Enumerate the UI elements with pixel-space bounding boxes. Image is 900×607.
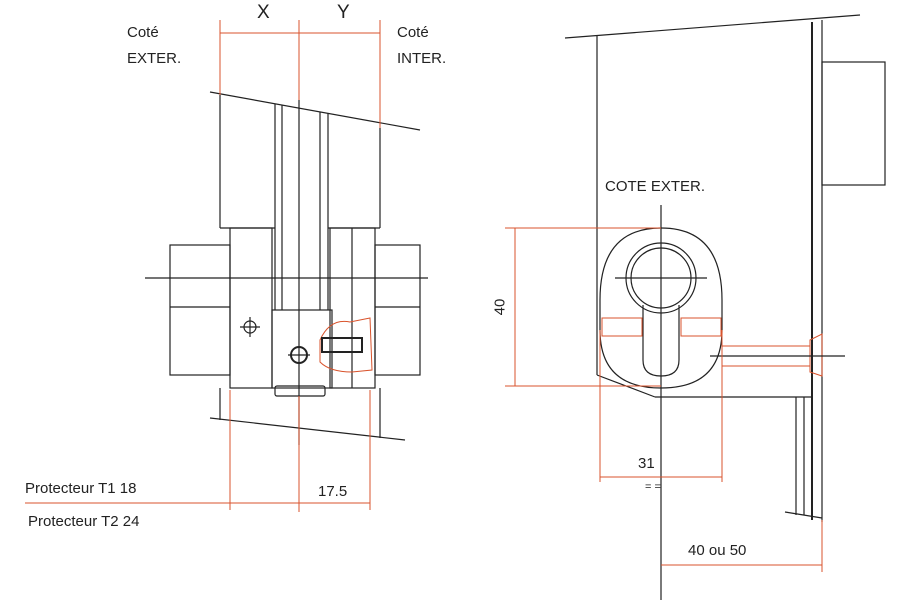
- protector-t2-label: Protecteur T2 24: [28, 513, 140, 530]
- dimension-40-label: 40: [491, 298, 509, 316]
- dimension-x-label: X: [257, 2, 270, 23]
- dimension-y-label: Y: [337, 2, 350, 23]
- side-exterior-label-2: EXTER.: [127, 50, 182, 67]
- protector-t1-label: Protecteur T1 18: [25, 480, 137, 497]
- right-view-dimensions: [505, 227, 823, 572]
- left-view-geometry: [145, 91, 428, 445]
- dimension-31-label: 31: [638, 455, 655, 472]
- cote-exter-label: COTE EXTER.: [605, 178, 706, 195]
- right-view-geometry: [564, 14, 886, 600]
- left-view-dimensions: [25, 20, 381, 512]
- side-interior-label-1: Coté: [397, 24, 429, 41]
- side-interior-label-2: INTER.: [397, 50, 447, 67]
- side-exterior-label-1: Coté: [127, 24, 159, 41]
- dimension-backset-label: 40 ou 50: [688, 542, 747, 559]
- dimension-17-5-label: 17.5: [318, 483, 348, 500]
- equal-marks: = =: [645, 481, 661, 493]
